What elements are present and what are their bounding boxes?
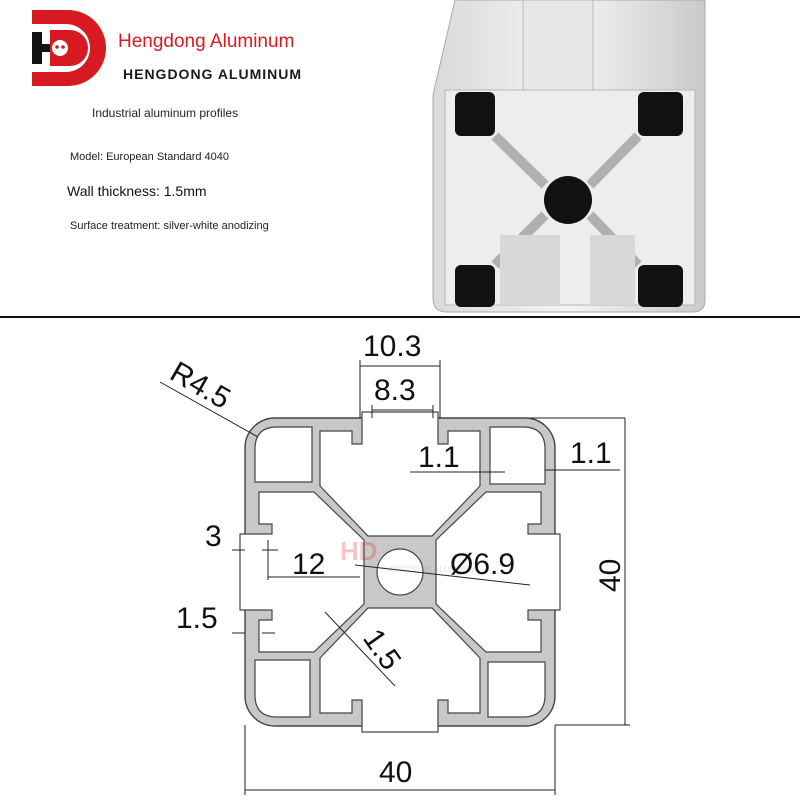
model-spec: Model: European Standard 4040 — [70, 151, 230, 163]
dim-slot-depth: 3 — [205, 520, 222, 553]
brand-logo — [32, 10, 106, 86]
section-divider — [0, 316, 800, 318]
dim-corner-radius: R4.5 — [165, 355, 236, 415]
dimension-lines — [159, 360, 630, 795]
profile-3d-render — [432, 0, 706, 313]
profile-cross-section-drawing: HD HENGDONG ALUMINUM 10.3 8.3 R4.5 1.1 1… — [159, 330, 630, 795]
dim-core-offset: 12 — [292, 548, 325, 581]
brand-name-caps: HENGDONG ALUMINUM — [123, 66, 303, 82]
dim-hole-diameter: Ø6.9 — [450, 548, 515, 581]
dim-lip-1: 1.1 — [418, 441, 460, 474]
dim-slot-inner: 8.3 — [374, 374, 416, 407]
watermark-text: HENGDONG ALUMINUM — [385, 565, 477, 574]
watermark: HD HENGDONG ALUMINUM — [340, 536, 477, 574]
profile-section — [239, 411, 561, 733]
surface-treatment-spec: Surface treatment: silver-white anodizin… — [70, 220, 269, 232]
dim-wall: 1.5 — [176, 602, 218, 635]
wall-thickness-spec: Wall thickness: 1.5mm — [67, 183, 207, 199]
brand-name: Hengdong Aluminum — [118, 31, 295, 52]
dimension-labels: 10.3 8.3 R4.5 1.1 1.1 3 12 Ø6.9 40 1.5 1… — [165, 330, 628, 789]
dim-lip-2: 1.1 — [570, 437, 612, 470]
subtitle: Industrial aluminum profiles — [92, 106, 239, 120]
watermark-logo: HD — [340, 536, 378, 566]
dim-width: 40 — [379, 756, 412, 789]
dim-height: 40 — [594, 559, 627, 592]
dim-slot-outer: 10.3 — [363, 330, 421, 363]
